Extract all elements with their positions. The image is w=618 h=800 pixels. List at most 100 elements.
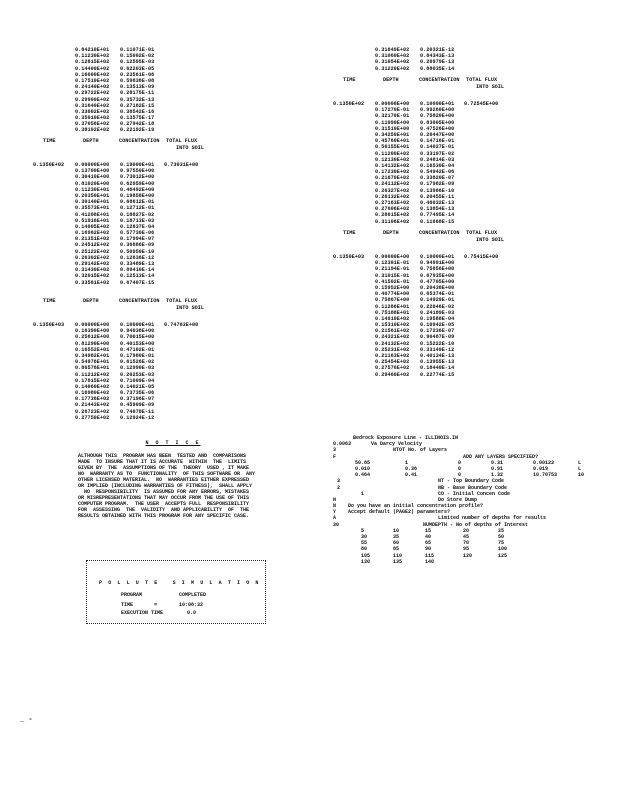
concentration-value: 0.14929E-01 bbox=[420, 297, 455, 304]
depth-value: 0.14905E+02 bbox=[75, 223, 110, 230]
depth-of-interest: 20 bbox=[463, 527, 470, 534]
layer-param: 0.31 bbox=[491, 459, 504, 466]
depth-value: 0.27606E+02 bbox=[375, 206, 410, 213]
header-concentration: CONCENTRATION bbox=[119, 298, 160, 304]
layer-param: 10.70753 bbox=[533, 472, 558, 479]
concentration-value: 0.83005E+00 bbox=[420, 119, 455, 126]
depth-value: 0.51916E+01 bbox=[75, 217, 110, 224]
header-depth: DEPTH bbox=[383, 230, 399, 236]
concentration-value: 0.12712E-01 bbox=[120, 205, 155, 212]
concentration-value: 0.90487E-09 bbox=[420, 334, 455, 341]
input-line: Bedrock Exposure Line - ILLINOIS.IN bbox=[333, 435, 603, 441]
input-label: Bedrock Exposure Line - ILLINOIS.IN bbox=[353, 435, 459, 441]
concentration-value: 0.17994E-07 bbox=[120, 236, 155, 243]
concentration-value: 0.75856E+00 bbox=[420, 266, 455, 273]
layer-param: 1.32 bbox=[491, 472, 504, 479]
input-label: ADD ANY LAYERS SPECIFIED? bbox=[463, 453, 539, 460]
notice-line: OR IMPLIED (INCLUDING WARRANTIES OF FITN… bbox=[78, 483, 253, 489]
layer-param: L bbox=[578, 465, 582, 472]
notice-line: NO RESPONSIBILITY IS ASSUMED FOR ANY ERR… bbox=[78, 489, 250, 495]
code-label: NB - Base Boundary Code bbox=[438, 484, 508, 491]
depth-value: 0.31649E+02 bbox=[375, 47, 410, 53]
concentration-value: 0.12595E-03 bbox=[120, 59, 155, 66]
depth-value: 0.14400E+02 bbox=[75, 65, 110, 72]
concentration-value: 0.19000E+01 bbox=[120, 162, 155, 168]
concentration-value: 0.18713E-03 bbox=[120, 217, 155, 224]
code-value: N bbox=[333, 503, 337, 510]
depth-value: 0.54976E+01 bbox=[75, 359, 110, 366]
concentration-value: 0.94991E+00 bbox=[420, 260, 455, 267]
depth-value: 0.34982E+01 bbox=[75, 352, 110, 359]
concentration-value: 0.26447E+00 bbox=[420, 131, 455, 138]
concentration-value: 0.19588E-04 bbox=[420, 315, 455, 322]
depth-value: 0.14910E+02 bbox=[375, 315, 410, 322]
header-time: TIME bbox=[43, 138, 56, 144]
depth-of-interest: 50 bbox=[498, 534, 505, 540]
depth-of-interest: 55 bbox=[361, 540, 368, 547]
depth-value: 0.16552E+01 bbox=[75, 346, 110, 353]
depth-of-interest: 5 bbox=[361, 527, 365, 534]
header-total-flux: TOTAL FLUX bbox=[466, 77, 498, 83]
depth-value: 0.14132E+02 bbox=[375, 162, 410, 169]
concentration-value: 0.35732E-13 bbox=[120, 96, 155, 103]
depth-value: 0.21351E+02 bbox=[75, 236, 110, 243]
notice-body: ALTHOUGH THIS PROGRAM HAS BEEN TESTED AN… bbox=[78, 453, 268, 519]
depth-value: 0.86578E+01 bbox=[75, 365, 110, 372]
depth-value: 0.00000E+00 bbox=[75, 322, 110, 328]
depth-value: 0.31106E+02 bbox=[375, 218, 410, 225]
depth-value: 0.84210E+01 bbox=[75, 47, 110, 53]
header-depth: DEPTH bbox=[83, 138, 99, 144]
layer-param: 0 bbox=[458, 459, 462, 466]
depth-value: 0.11286E+01 bbox=[375, 303, 410, 310]
concentration-value: 0.27942E-18 bbox=[120, 121, 155, 128]
header-into-soil: INTO SOIL bbox=[176, 305, 205, 311]
concentration-value: 0.50950E-10 bbox=[120, 248, 155, 255]
notice-line: OTHER LICENSED MATERIAL. NO WARRANTIES E… bbox=[78, 477, 250, 483]
header-into-soil: INTO SOIL bbox=[476, 84, 505, 90]
concentration-value: 0.14021E-05 bbox=[120, 383, 155, 390]
depth-value: 0.12130E+02 bbox=[375, 156, 410, 163]
depth-of-interest: 35 bbox=[393, 534, 400, 540]
depth-value: 0.25454E+02 bbox=[375, 359, 410, 366]
depth-value: 0.25122E+02 bbox=[75, 248, 110, 255]
depth-value: 0.00000E+00 bbox=[375, 254, 410, 260]
depth-value: 0.15952E+00 bbox=[375, 284, 410, 291]
header-depth: DEPTH bbox=[383, 77, 399, 83]
total-flux-value: 0.74763E+00 bbox=[164, 322, 199, 328]
concentration-value: 0.67935E+00 bbox=[420, 272, 455, 279]
depth-of-interest: 110 bbox=[393, 552, 403, 559]
depth-value: 0.75188E+01 bbox=[375, 309, 410, 316]
depth-of-interest: 25 bbox=[498, 527, 505, 534]
header-concentration: CONCENTRATION bbox=[419, 230, 460, 236]
depth-value: 0.00000E+00 bbox=[375, 101, 410, 107]
layer-param: 0.91 bbox=[491, 465, 504, 472]
time-label: TIME = bbox=[121, 602, 158, 608]
notice-disclaimer: N O T I C E ALTHOUGH THIS PROGRAM HAS BE… bbox=[78, 440, 268, 519]
depth-of-interest: 10 bbox=[393, 527, 400, 534]
concentration-value: 0.47526E+00 bbox=[420, 125, 455, 132]
concentration-value: 0.94038E+00 bbox=[120, 328, 155, 335]
layer-param: 0 bbox=[458, 465, 462, 472]
header-time: TIME bbox=[43, 298, 56, 304]
depth-of-interest: 90 bbox=[425, 546, 432, 553]
depth-value: 0.41502E-01 bbox=[375, 278, 410, 285]
code-value: 3 bbox=[337, 478, 341, 485]
depth-value: 0.13700E+00 bbox=[75, 168, 110, 175]
notice-line: OR MISREPRESENTATIONS THAT MAY OCCUR FRO… bbox=[78, 495, 250, 501]
code-label: Do Store Dump bbox=[438, 496, 478, 503]
concentration-value: 0.13986E-10 bbox=[420, 187, 455, 194]
concentration-value: 0.10000E+01 bbox=[120, 322, 155, 328]
depth-of-interest: 125 bbox=[498, 552, 508, 559]
notice-line: FOR ASSESSING THE VALIDITY AND APPLICABI… bbox=[78, 507, 250, 513]
depth-value: 0.26723E+02 bbox=[75, 408, 110, 415]
input-label: Va Darcy Velocity bbox=[371, 441, 423, 448]
program-label: PROGRAM bbox=[121, 592, 143, 598]
depth-value: 0.33002E+02 bbox=[75, 108, 110, 115]
concentration-value: 0.84343E-13 bbox=[420, 53, 455, 60]
notice-line: COMPUTER PROGRAM. THE USER ACCEPTS FULL … bbox=[78, 501, 250, 507]
